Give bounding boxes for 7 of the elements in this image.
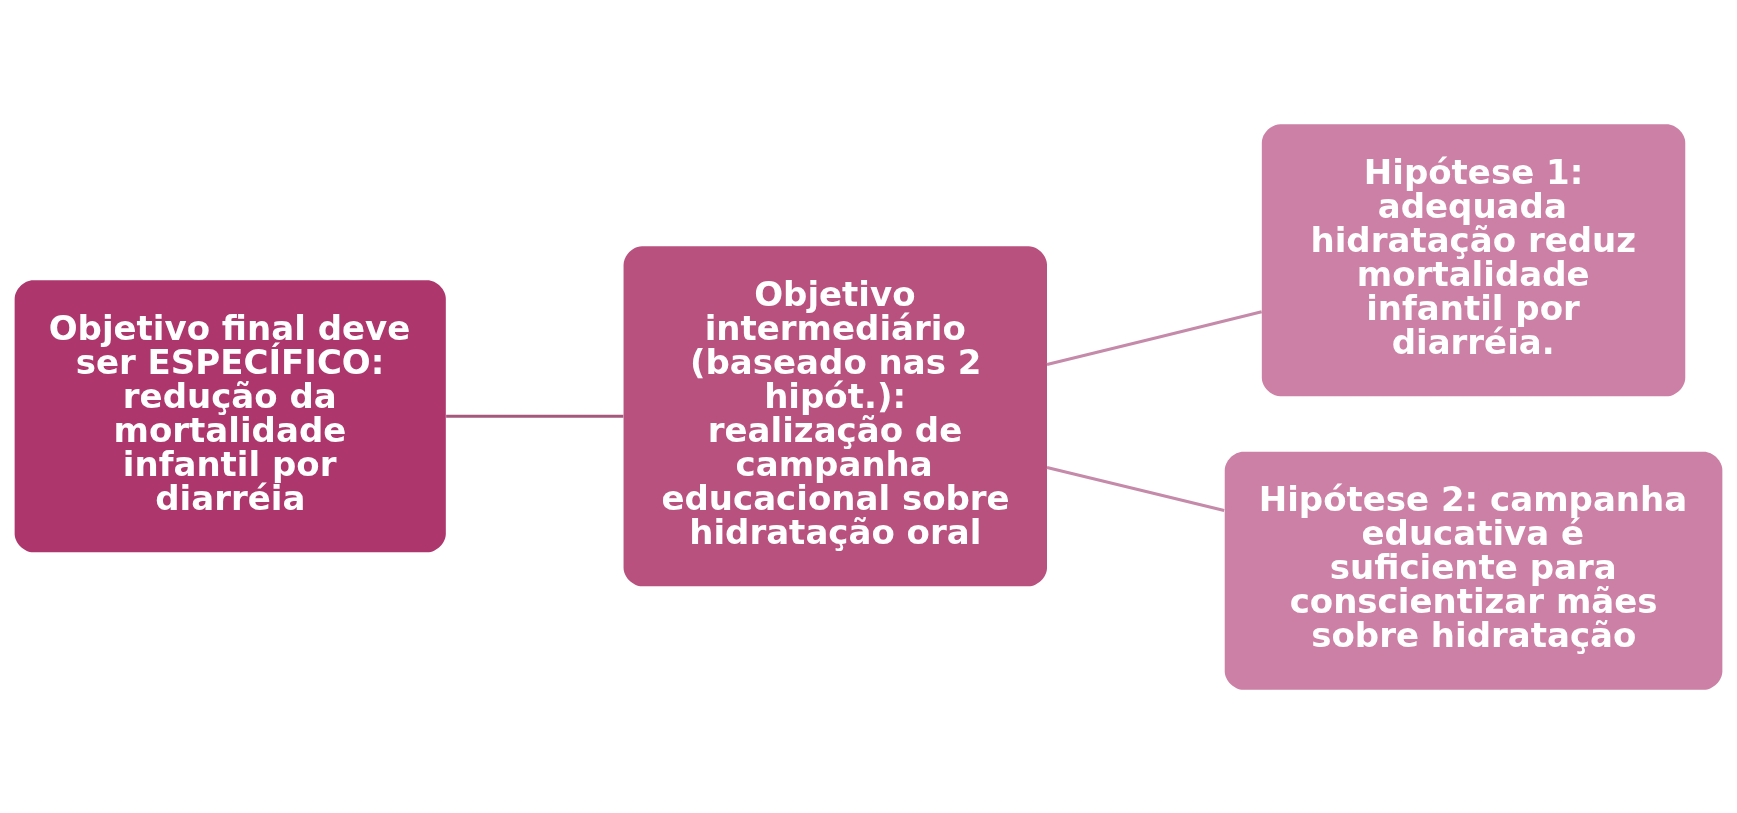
connector <box>1046 465 1225 512</box>
connector <box>1046 309 1263 366</box>
node-box: Objetivo final deve ser ESPECÍFICO: redução da mortalidade infantil por diarréia <box>14 279 446 552</box>
node-box: Hipótese 2: campanha educativa é suficiente para conscientizar mães sobre hidratação <box>1224 451 1723 690</box>
node-box: Hipótese 1: adequada hidratação reduz mortalidade infantil por diarréia. <box>1261 123 1686 396</box>
connector <box>446 414 624 418</box>
node-box: Objetivo intermediário (baseado nas 2 hipót.): realização de campanha educacional sobre hidratação oral <box>623 245 1047 586</box>
